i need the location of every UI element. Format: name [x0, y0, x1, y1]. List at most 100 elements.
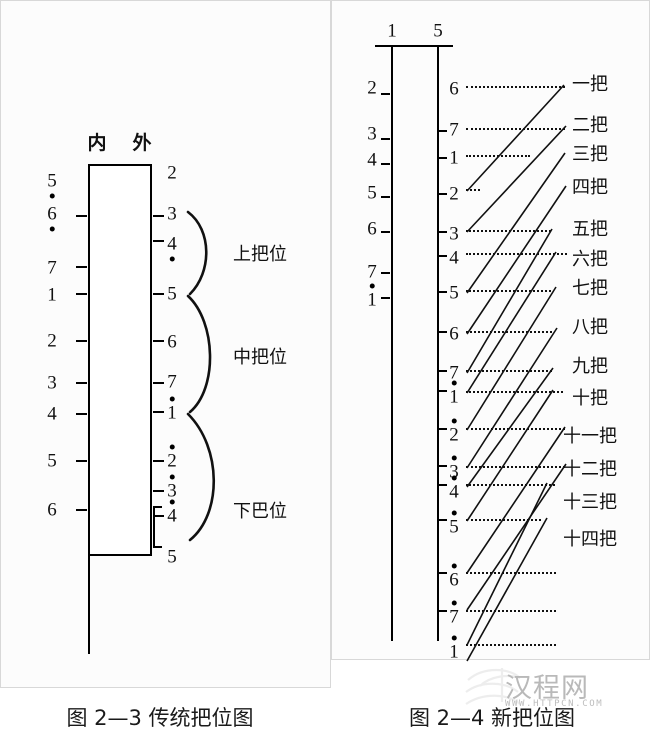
outer-note: 5 — [167, 546, 177, 568]
header-string-5: 5 — [433, 20, 443, 42]
position-label: 十三把 — [563, 492, 617, 513]
header-outer-string: 外 — [132, 132, 152, 154]
inner-note: 4 — [367, 149, 377, 171]
outer-note: 1 — [449, 635, 459, 662]
outer-note: 4 — [449, 475, 459, 502]
outer-tick — [438, 484, 447, 486]
leader-line — [466, 86, 565, 88]
outer-tick — [438, 193, 447, 195]
outer-note: 1 — [449, 380, 459, 407]
left-figure-panel — [0, 0, 331, 688]
inner-note: 5 — [47, 172, 57, 199]
leader-line — [466, 128, 565, 130]
header-string-1: 1 — [387, 20, 397, 42]
position-label: 三把 — [572, 144, 608, 165]
right-figure-panel — [331, 0, 650, 660]
inner-note: 7 — [367, 261, 377, 283]
fingerboard-box — [88, 164, 152, 556]
leader-line — [466, 331, 552, 333]
inner-note: 1 — [367, 283, 377, 310]
outer-tick — [438, 610, 447, 612]
inner-note: 1 — [47, 284, 57, 306]
position-label: 九把 — [572, 356, 608, 377]
outer-note: 5 — [449, 510, 459, 537]
leader-line — [466, 644, 556, 646]
outer-tick — [438, 390, 447, 392]
brace-label-lower: 下巴位 — [233, 501, 287, 522]
inner-tick — [381, 297, 390, 299]
position-label: 五把 — [572, 219, 608, 240]
outer-tick — [438, 428, 447, 430]
inner-note: 6 — [47, 205, 57, 232]
outer-tick — [438, 255, 447, 257]
outer-tick — [153, 490, 164, 492]
position-label: 十把 — [572, 388, 608, 409]
leader-line — [466, 484, 555, 486]
outer-note: 5 — [449, 282, 459, 304]
inner-note: 2 — [367, 77, 377, 99]
inner-tick — [381, 163, 390, 165]
outer-tick — [438, 130, 447, 132]
position-label: 十二把 — [563, 459, 617, 480]
position-label: 十一把 — [563, 426, 617, 447]
inner-tick — [76, 340, 87, 342]
position-label: 四把 — [572, 177, 608, 198]
right-figure-caption: 图 2—4 新把位图 — [408, 706, 576, 730]
outer-tick — [153, 240, 164, 242]
outer-tick — [438, 231, 447, 233]
inner-tick — [76, 382, 87, 384]
inner-note: 4 — [47, 403, 57, 425]
outer-note: 7 — [449, 600, 459, 627]
left-figure-caption: 图 2—3 传统把位图 — [66, 706, 254, 730]
outer-note: 1 — [449, 147, 459, 169]
position-label: 七把 — [572, 278, 608, 299]
position-label: 二把 — [572, 115, 608, 136]
leader-line — [466, 428, 565, 430]
outer-tick — [153, 411, 164, 413]
outer-note: 3 — [167, 474, 177, 501]
outer-tick — [438, 519, 447, 521]
inner-note: 6 — [367, 218, 377, 240]
outer-tick — [438, 572, 447, 574]
outer-note: 2 — [167, 162, 177, 184]
inner-tick — [76, 293, 87, 295]
inner-tick — [76, 460, 87, 462]
inner-note: 5 — [367, 182, 377, 204]
inner-tick — [381, 93, 390, 95]
outer-tick — [153, 340, 164, 342]
outer-tick — [153, 293, 164, 295]
watermark-url: WWW.HTTPCN.COM — [505, 699, 604, 709]
leader-line — [466, 391, 563, 393]
outer-tick — [438, 157, 447, 159]
leader-line — [466, 189, 480, 191]
brace-label-middle: 中把位 — [233, 347, 287, 368]
outer-tick — [438, 331, 447, 333]
outer-note: 6 — [449, 323, 459, 345]
inner-tick — [381, 231, 390, 233]
outer-note: 6 — [449, 78, 459, 100]
outer-tick — [438, 465, 447, 467]
position-label: 六把 — [572, 249, 608, 270]
header-inner-string: 内 — [87, 132, 107, 154]
outer-note: 2 — [449, 183, 459, 205]
outer-tick — [153, 215, 164, 217]
outer-note: 6 — [449, 563, 459, 590]
outer-note: 2 — [167, 444, 177, 471]
inner-note: 6 — [47, 499, 57, 521]
inner-note: 5 — [47, 450, 57, 472]
position-label: 十四把 — [563, 529, 617, 550]
inner-note: 3 — [47, 372, 57, 394]
inner-tick — [381, 138, 390, 140]
position-label: 一把 — [572, 74, 608, 95]
outer-note: 4 — [167, 499, 177, 526]
outer-note: 2 — [449, 418, 459, 445]
nut-bar — [375, 45, 453, 47]
outer-tick — [153, 460, 164, 462]
leader-line — [466, 230, 551, 232]
fingerboard-stem — [88, 556, 90, 654]
string-line-inner — [391, 45, 393, 641]
brace-label-upper: 上把位 — [233, 244, 287, 265]
